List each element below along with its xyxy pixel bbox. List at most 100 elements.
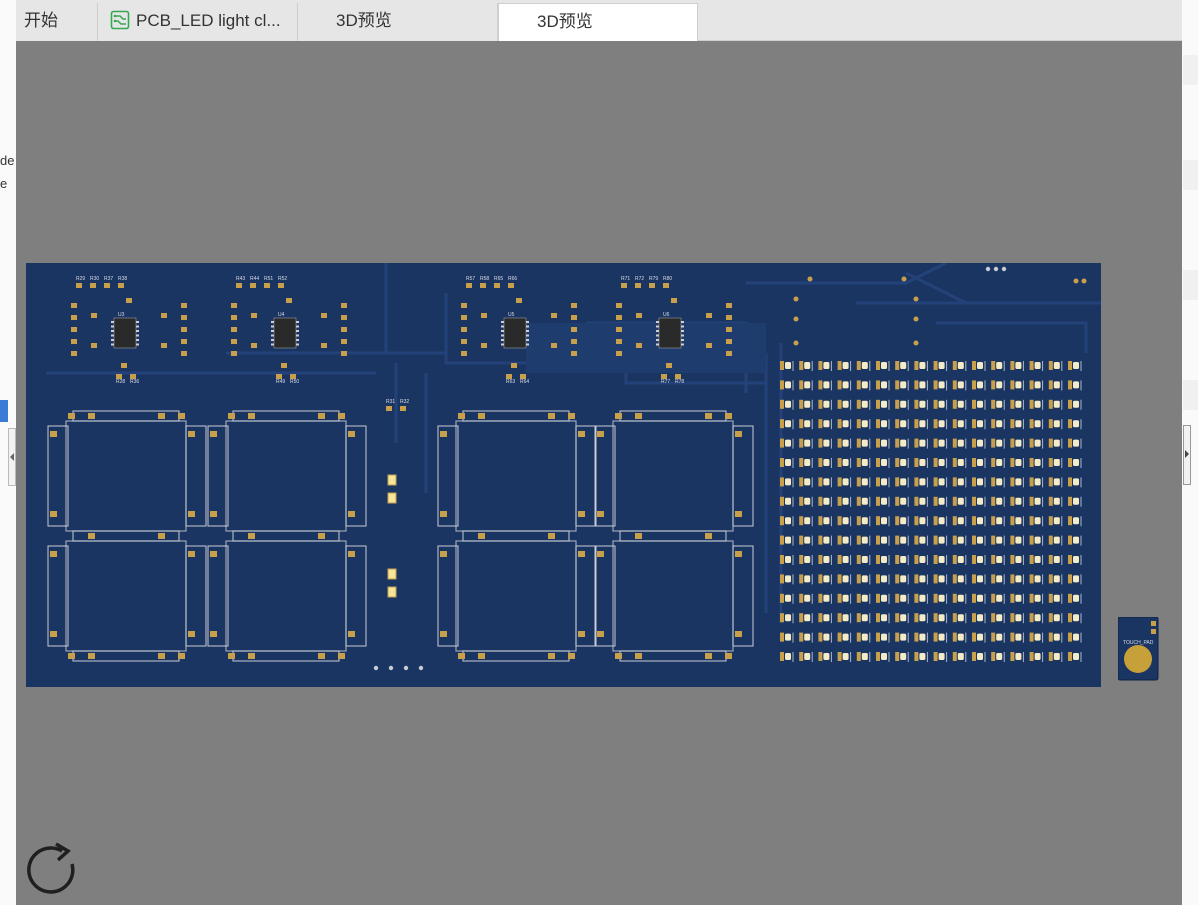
matrix-led [919,614,926,622]
smd-component [126,298,132,303]
matrix-led-pad [933,380,938,390]
pcb-via [1001,266,1007,272]
pcb-via [901,276,907,282]
refresh-view-button[interactable] [24,841,84,901]
matrix-led [785,381,791,389]
matrix-led-pad [933,477,938,487]
matrix-led-pad [799,438,804,448]
matrix-led-pad [876,458,880,467]
matrix-led-pad [1029,574,1034,584]
matrix-led-pad [876,652,880,661]
matrix-led-pad [856,458,861,467]
right-panel-collapse-handle[interactable] [1183,425,1191,485]
resistor-label: R31 [386,399,395,405]
smd-component [121,363,127,368]
ic-pin [136,339,139,341]
led-pad [578,631,585,637]
matrix-led [1015,420,1022,428]
matrix-led [919,478,926,486]
matrix-led [977,575,983,583]
ic-pin [526,321,529,323]
matrix-led-pad [1010,477,1015,487]
matrix-led-pad [933,399,938,409]
left-panel-text: e [0,176,8,191]
led-pad [158,653,165,659]
pcb-via [1081,278,1087,284]
matrix-led [938,614,945,622]
matrix-led [977,497,983,505]
led-pad [228,653,235,659]
matrix-led-pad [972,516,976,526]
resistor-pad [276,374,282,379]
led-pad [548,653,555,659]
resistor-label: R37 [104,276,113,282]
ic-pin [271,343,274,346]
tab-start[interactable]: 开始 [16,3,98,41]
resistor-pad [494,283,500,288]
matrix-led-pad [972,496,976,506]
led-pad [568,413,575,419]
pcb-document-icon [110,10,130,30]
matrix-led [957,362,964,369]
matrix-led [957,556,964,563]
led-pad [548,413,555,419]
matrix-led-pad [837,361,842,370]
matrix-led [1015,381,1022,389]
led-pad [597,511,604,517]
matrix-led [996,439,1003,447]
digit-segment [594,425,616,527]
matrix-led [977,439,983,447]
matrix-led-pad [1029,477,1034,487]
matrix-led-pad [1029,535,1034,545]
left-panel-collapse-handle[interactable] [8,428,16,486]
matrix-led [1073,633,1079,641]
right-panel-row [1183,160,1198,190]
resistor-pad [508,283,514,288]
matrix-led-pad [818,458,823,467]
matrix-led-pad [876,438,880,448]
pcb-via [913,340,919,346]
ic-pin [111,334,114,337]
resistor-pad [661,374,667,379]
touch-pad-label: TOUCH_PAD [1123,640,1154,646]
matrix-led-pad [1029,632,1034,642]
led-matrix [780,361,1082,662]
matrix-led [996,517,1003,525]
matrix-led [900,497,907,505]
matrix-led-pad [991,516,996,526]
touch-pad-module[interactable]: TOUCH_PAD [1118,617,1160,681]
digit-segment [47,425,69,527]
ic-pin [656,339,659,341]
matrix-led-pad [914,419,919,429]
led-pad [578,431,585,437]
resistor-pad [466,283,472,288]
matrix-led-pad [1010,574,1015,584]
matrix-led [804,536,811,544]
ic-pin [296,343,299,346]
matrix-led [1053,381,1060,389]
pcb-via [1073,278,1079,284]
pcb-trace [746,263,947,285]
ic-pin [526,339,529,341]
matrix-led-pad [856,516,861,526]
matrix-led [900,575,907,583]
matrix-led-pad [856,419,861,429]
matrix-led [861,594,868,602]
matrix-led [861,653,868,660]
matrix-led [804,400,811,408]
smd-component [616,327,622,332]
matrix-led-pad [991,593,996,603]
matrix-led [842,594,849,602]
tab-3d-preview[interactable]: 3D预览 [298,3,498,41]
tab-3d-preview-active[interactable]: 3D预览 [498,3,698,41]
led-pad [478,413,485,419]
matrix-led-pad [914,555,919,564]
tab-pcb-document[interactable]: PCB_LED light cl... [98,3,298,41]
matrix-led [823,497,830,505]
resistor-pad [400,406,406,411]
led-pad [158,413,165,419]
led-pad [348,551,355,557]
matrix-led [1034,439,1041,447]
